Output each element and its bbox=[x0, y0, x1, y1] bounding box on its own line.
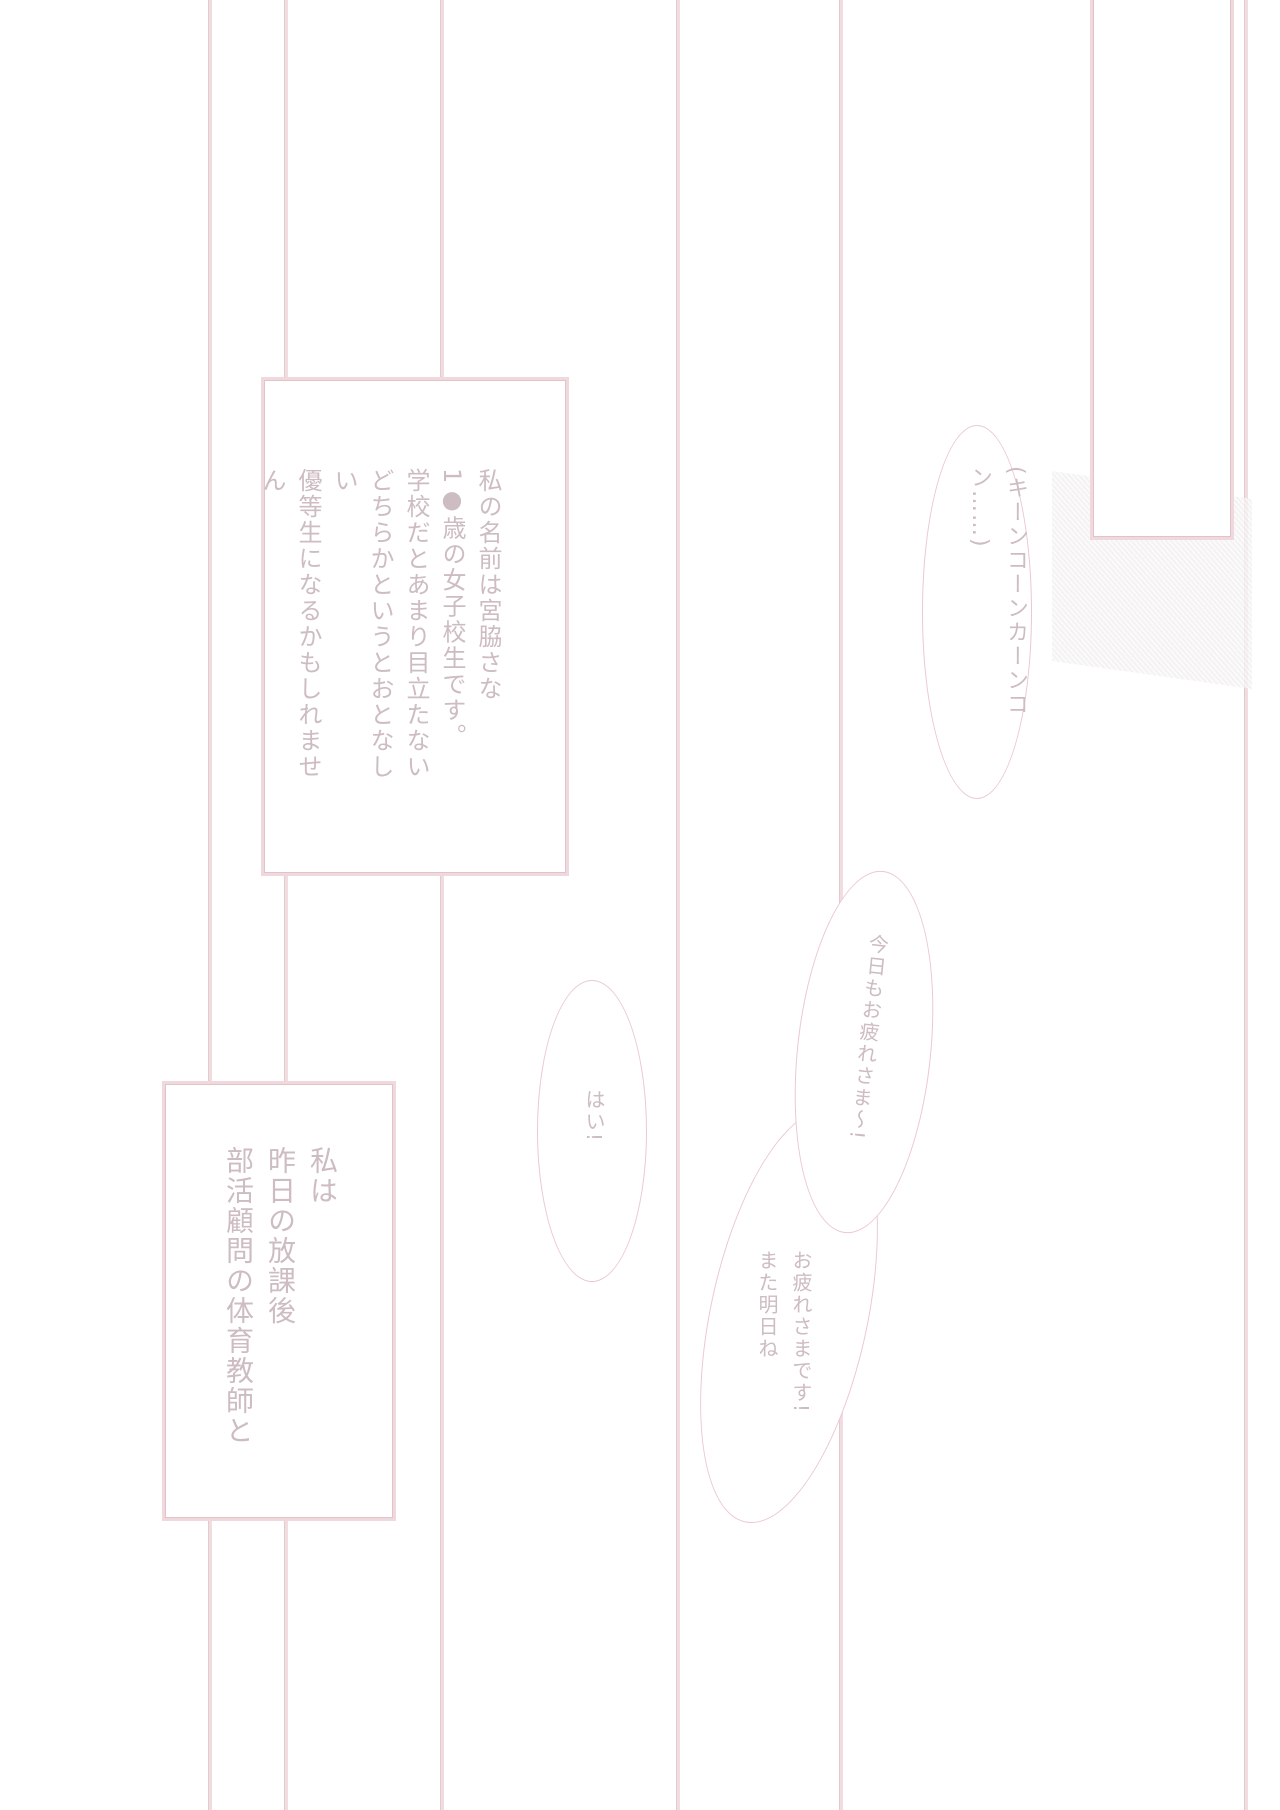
narration-line: どちらかというとおとなしい bbox=[330, 468, 394, 780]
speech-bubble-school-bell: (キーンコーンカーンコン……) bbox=[922, 425, 1032, 799]
narration-line: 部活顧問の体育教師と bbox=[222, 1146, 255, 1446]
panel-border-line bbox=[284, 0, 288, 1810]
narration-line: 学校だとあまり目立たない bbox=[402, 468, 430, 780]
panel-border-line bbox=[676, 0, 680, 1810]
bubble-text: はい! bbox=[582, 1089, 606, 1144]
narration-box-yesterday: 私は 昨日の放課後 部活顧問の体育教師と bbox=[162, 1081, 396, 1521]
bubble-text: (キーンコーンカーンコン……) bbox=[967, 466, 1028, 717]
bubble-line: また明日ね bbox=[755, 1250, 779, 1360]
narration-line: 私の名前は宮脇さな bbox=[474, 468, 502, 702]
bubble-line: お疲れさまです! bbox=[789, 1250, 813, 1415]
top-right-panel bbox=[1090, 0, 1234, 540]
panel-border-line bbox=[1244, 0, 1248, 1810]
narration-text: 私は 昨日の放課後 部活顧問の体育教師と bbox=[217, 1146, 343, 1446]
panel-border-line bbox=[208, 0, 212, 1810]
narration-text: 私の名前は宮脇さな 1●歳の女子校生です。 学校だとあまり目立たない どちらかと… bbox=[254, 468, 506, 798]
panel-border-line bbox=[440, 0, 444, 1810]
speech-bubble-yes: はい! bbox=[537, 980, 647, 1282]
narration-line: 昨日の放課後 bbox=[264, 1146, 297, 1326]
narration-box-intro: 私の名前は宮脇さな 1●歳の女子校生です。 学校だとあまり目立たない どちらかと… bbox=[258, 377, 569, 876]
bubble-text: お疲れさまです! また明日ね bbox=[750, 1250, 818, 1414]
narration-line: 1●歳の女子校生です。 bbox=[438, 468, 466, 750]
bubble-text: 今日もお疲れさま〜! bbox=[844, 932, 891, 1143]
narration-line: 優等生になるかもしれません bbox=[258, 468, 322, 780]
narration-line: 私は bbox=[306, 1146, 339, 1206]
